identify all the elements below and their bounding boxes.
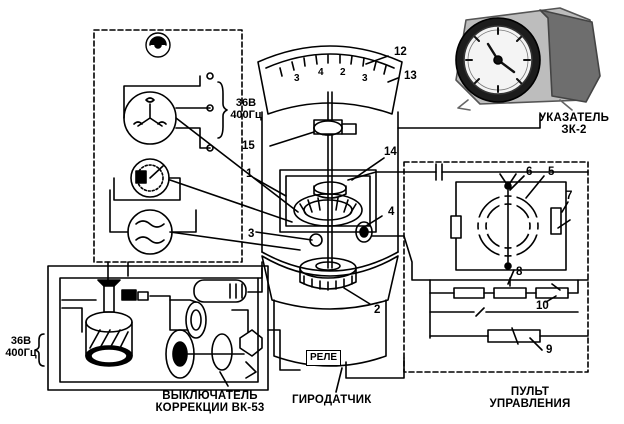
callout-13: 13 xyxy=(404,70,417,82)
scale-digit-4: 3 xyxy=(362,73,368,84)
callout-10: 10 xyxy=(536,300,549,312)
control-panel-block xyxy=(347,161,589,373)
callout-2: 2 xyxy=(374,304,381,316)
callout-15: 15 xyxy=(242,140,255,152)
indicator-lead xyxy=(397,113,541,129)
callout-9: 9 xyxy=(546,344,553,356)
callout-1: 1 xyxy=(246,168,253,180)
indicator-caption: УКАЗАТЕЛЬ ЗК-2 xyxy=(538,112,610,137)
power-label-left: 36В 400Гц xyxy=(5,335,37,359)
connection-wires xyxy=(107,55,569,393)
callout-7: 7 xyxy=(566,190,573,202)
callout-3: 3 xyxy=(248,228,255,240)
synchro-block xyxy=(93,29,243,263)
correction-switch-vk53 xyxy=(34,265,269,391)
gyro-sensor-caption: ГИРОДАТЧИК xyxy=(292,394,372,406)
callout-14: 14 xyxy=(384,146,397,158)
callout-4: 4 xyxy=(388,206,395,218)
power-label-top: 36В 400Гц xyxy=(230,97,262,121)
callout-5: 5 xyxy=(548,166,555,178)
scale-digit-2: 4 xyxy=(318,67,324,78)
gyro-sensor-unit xyxy=(257,45,403,367)
callout-8: 8 xyxy=(516,266,523,278)
correction-switch-caption: ВЫКЛЮЧАТЕЛЬ КОРРЕКЦИИ ВК-53 xyxy=(155,390,265,415)
control-panel-caption: ПУЛЬТ УПРАВЛЕНИЯ xyxy=(489,386,571,411)
scale-digit-1: 3 xyxy=(294,73,300,84)
callout-6: 6 xyxy=(526,166,533,178)
relay-box: РЕЛЕ xyxy=(306,350,342,366)
callout-12: 12 xyxy=(394,46,407,58)
indicator-zk2-picture xyxy=(455,7,601,111)
scale-digit-3: 2 xyxy=(340,67,346,78)
